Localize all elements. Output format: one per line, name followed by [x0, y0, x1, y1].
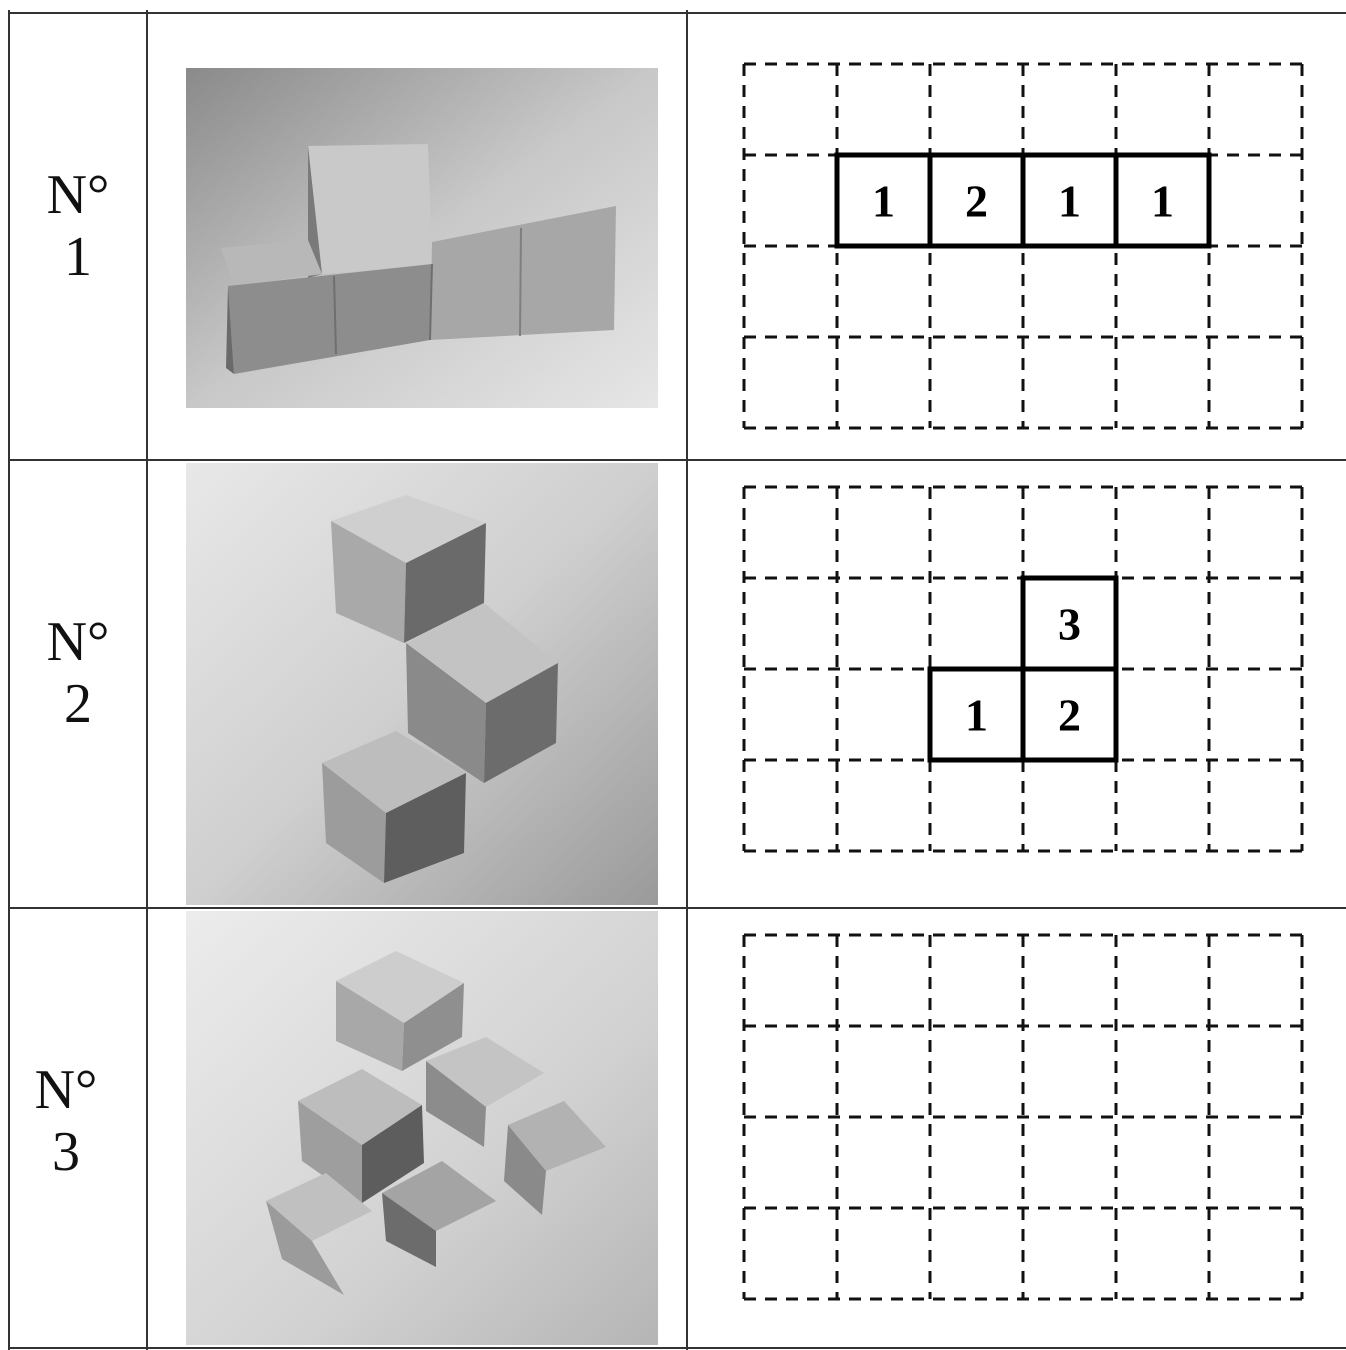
view-grid: 3 1 2	[740, 483, 1306, 853]
grid-cell-filled	[834, 152, 933, 249]
table-row-divider	[8, 907, 1346, 909]
table-row: N° 2	[0, 461, 1346, 907]
table-row: N° 1	[0, 14, 1346, 459]
view-grid: 1 2 1 1	[740, 60, 1306, 430]
grid-cell-number: 1	[1151, 176, 1174, 227]
wooden-cube-construction-image	[186, 911, 658, 1345]
grid-cell-filled	[1113, 152, 1212, 249]
grid-svg	[742, 933, 1304, 1301]
grid-svg: 3 1 2	[742, 485, 1304, 853]
row-label-prefix: N°	[46, 164, 110, 226]
table-divider-label	[146, 10, 148, 1350]
cube-photo	[186, 911, 658, 1345]
table-border-left	[8, 10, 10, 1350]
row-label-number: 2	[64, 673, 92, 735]
grid-cell-filled	[1020, 666, 1119, 763]
view-grid	[740, 931, 1306, 1301]
row-label-number: 3	[52, 1121, 80, 1183]
grid-cell-filled	[1020, 152, 1119, 249]
row-label-prefix: N°	[34, 1059, 98, 1121]
row-label: N° 3	[0, 1059, 134, 1183]
grid-cell-number: 1	[872, 176, 895, 227]
table-border-bottom	[8, 1347, 1346, 1349]
grid-cell-filled	[927, 666, 1026, 763]
wooden-cube-construction-image	[186, 463, 658, 905]
grid-cell-number: 3	[1058, 599, 1081, 650]
row-label: N° 1	[10, 164, 146, 288]
cube-photo	[186, 463, 658, 905]
grid-cell-number: 1	[965, 690, 988, 741]
table-border-top	[8, 12, 1346, 14]
wooden-cube-construction-image	[186, 68, 658, 408]
row-label-prefix: N°	[46, 611, 110, 673]
table-divider-photo	[686, 10, 688, 1350]
grid-cell-number: 2	[965, 176, 988, 227]
row-label-number: 1	[64, 226, 92, 288]
table-row-divider	[8, 459, 1346, 461]
grid-cell-number: 1	[1058, 176, 1081, 227]
grid-cell-filled	[1020, 575, 1119, 672]
row-label: N° 2	[10, 611, 146, 735]
grid-svg: 1 2 1 1	[742, 62, 1304, 430]
cube-photo	[186, 68, 658, 408]
table-row: N° 3	[0, 909, 1346, 1347]
grid-cell-number: 2	[1058, 690, 1081, 741]
grid-cell-filled	[927, 152, 1026, 249]
